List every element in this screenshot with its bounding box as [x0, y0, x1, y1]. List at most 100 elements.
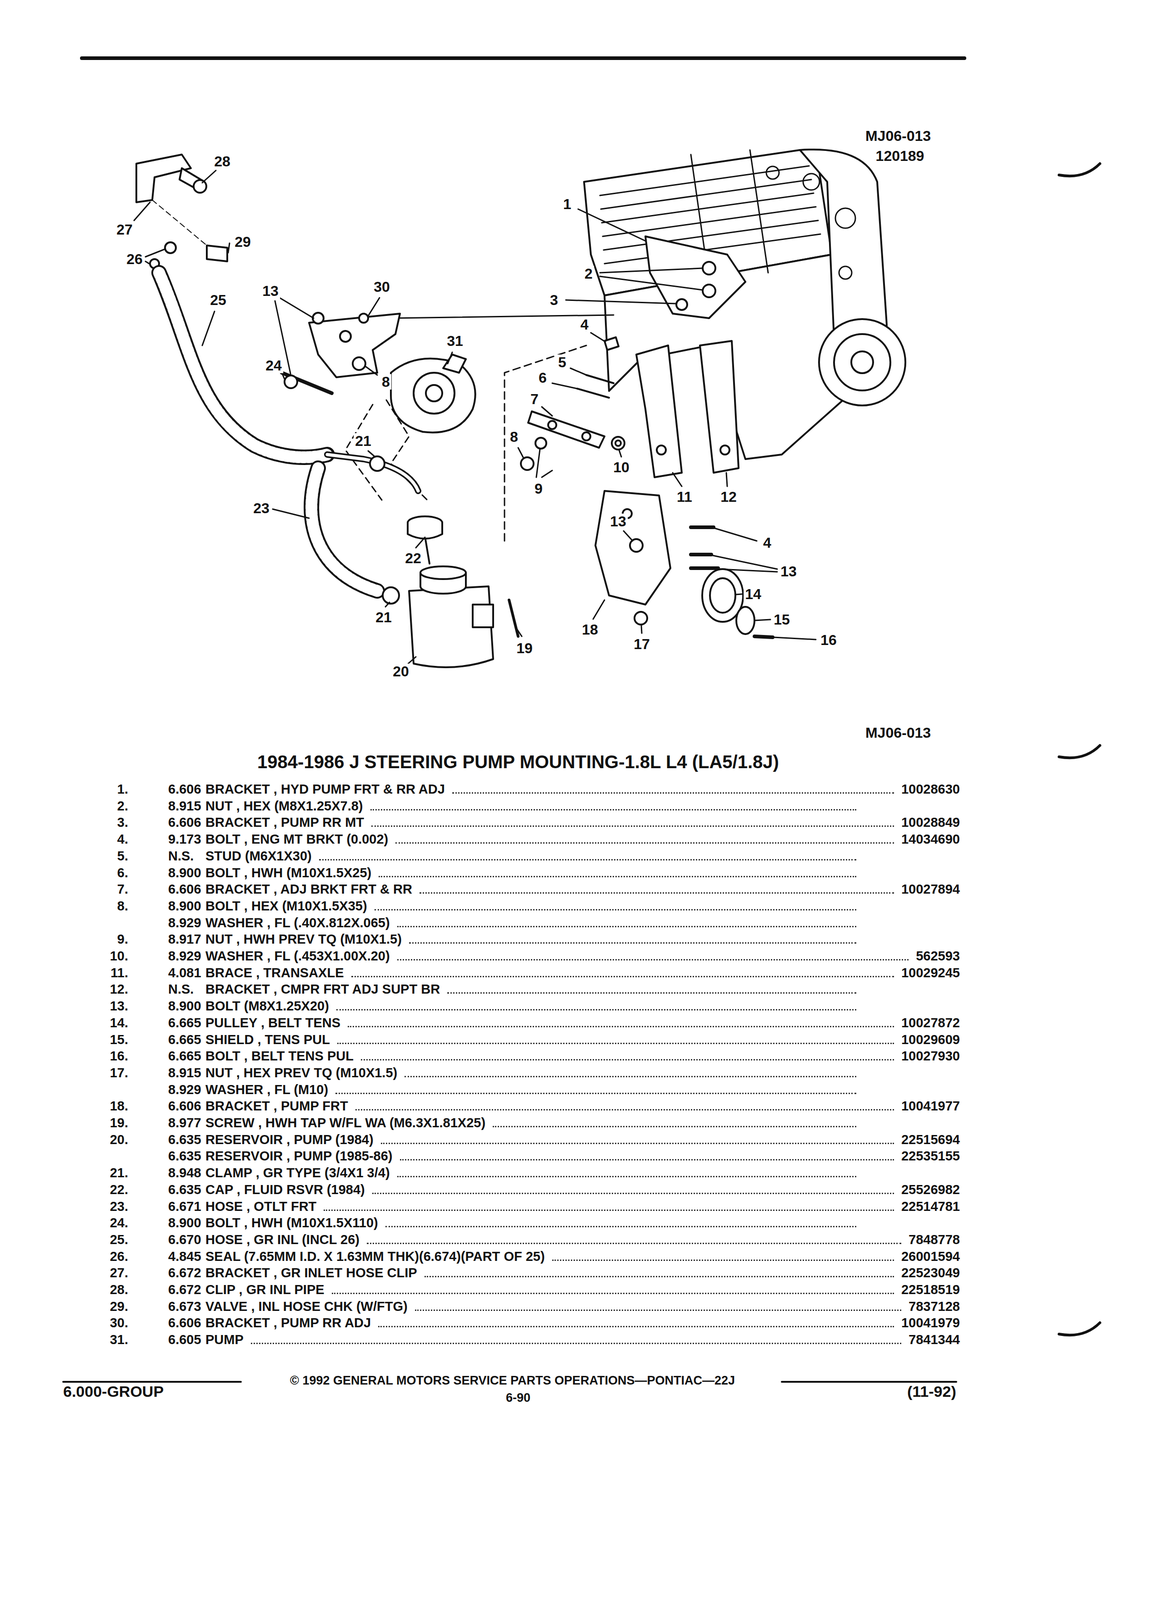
dot-leader	[414, 1309, 902, 1311]
parts-row: 14.6.665PULLEY , BELT TENS10027872	[0, 1014, 1149, 1032]
part-description: WASHER , FL (.40X.812X.065)	[205, 914, 390, 932]
description-line: BOLT , BELT TENS PUL10027930	[205, 1047, 960, 1065]
callout-number: 13	[608, 513, 628, 530]
callout-number: 4	[579, 316, 590, 333]
callout-number: 26	[124, 251, 145, 267]
callout-number: 23	[251, 500, 271, 516]
part-number: 10041979	[901, 1314, 960, 1332]
dot-leader	[366, 1242, 902, 1244]
figure-code: MJ06-013	[865, 128, 931, 144]
part-description: BRACKET , HYD PUMP FRT & RR ADJ	[205, 780, 445, 798]
part-description: NUT , HEX PREV TQ (M10X1.5)	[205, 1064, 398, 1082]
dot-leader	[323, 1209, 895, 1211]
parts-row: 18.6.606BRACKET , PUMP FRT10041977	[0, 1097, 1149, 1115]
group-code: 8.929	[168, 947, 202, 965]
item-number: 14.	[109, 1014, 129, 1032]
group-code: 6.665	[168, 1031, 202, 1049]
revision-date: (11-92)	[907, 1383, 957, 1399]
description-line: PUMP7841344	[205, 1331, 960, 1349]
group-code: 8.948	[168, 1164, 202, 1182]
parts-row: 12.N.S.BRACKET , CMPR FRT ADJ SUPT BR	[0, 980, 1149, 998]
parts-row: 10.8.929WASHER , FL (.453X1.00X.20)56259…	[0, 947, 1149, 965]
item-number: 20.	[109, 1131, 129, 1149]
part-description: HOSE , OTLT FRT	[205, 1198, 317, 1215]
item-number: 24.	[109, 1214, 129, 1232]
group-code: 6.606	[168, 814, 202, 831]
description-line: BOLT , HEX (M10X1.5X35)	[205, 897, 864, 915]
part-description: HOSE , GR INL (INCL 26)	[205, 1231, 360, 1249]
dot-leader	[351, 975, 895, 978]
part-description: WASHER , FL (.453X1.00X.20)	[205, 947, 390, 965]
item-number: 5.	[117, 847, 129, 865]
callout-number: 7	[529, 391, 540, 407]
parts-row: 24.8.900BOLT , HWH (M10X1.5X110)	[0, 1214, 1149, 1232]
parts-row: 7.6.606BRACKET , ADJ BRKT FRT & RR100278…	[0, 880, 1149, 898]
part-description: PULLEY , BELT TENS	[205, 1014, 341, 1032]
dot-leader	[378, 1325, 895, 1328]
part-number: 22518519	[901, 1281, 960, 1299]
part-number: 22514781	[901, 1198, 960, 1215]
part-number: 10028630	[901, 780, 960, 798]
parts-row: 21.8.948CLAMP , GR TYPE (3/4X1 3/4)	[0, 1164, 1149, 1182]
group-code: 8.900	[168, 997, 202, 1015]
dot-leader	[419, 892, 895, 894]
callout-number: 21	[353, 433, 373, 449]
group-code: N.S.	[168, 847, 194, 865]
description-line: BRACE , TRANSAXLE 10029245	[205, 964, 960, 982]
part-number: 10027872	[901, 1014, 960, 1032]
description-line: WASHER , FL (.453X1.00X.20)562593	[205, 947, 960, 965]
item-number: 25.	[109, 1231, 129, 1249]
group-code: 6.606	[168, 1314, 202, 1332]
item-number: 1.	[117, 780, 129, 798]
parts-row: 4.9.173BOLT , ENG MT BRKT (0.002)1403469…	[0, 830, 1149, 848]
parts-row: 20.6.635RESERVOIR , PUMP (1984)22515694	[0, 1131, 1149, 1149]
group-code: 8.915	[168, 797, 202, 815]
part-description: BRACE , TRANSAXLE	[205, 964, 345, 982]
callout-number: 4	[761, 534, 773, 551]
group-code: N.S.	[168, 980, 194, 998]
dot-leader	[250, 1342, 902, 1344]
group-code: 8.900	[168, 1214, 202, 1232]
description-line: WASHER , FL (.40X.812X.065)	[205, 914, 864, 932]
parts-row: 27.6.672BRACKET , GR INLET HOSE CLIP2252…	[0, 1264, 1149, 1282]
description-line: STUD (M6X1X30)	[205, 847, 864, 865]
parts-row: 17.8.915NUT , HEX PREV TQ (M10X1.5)	[0, 1064, 1149, 1082]
part-description: VALVE , INL HOSE CHK (W/FTG)	[205, 1298, 408, 1315]
part-number: 7841344	[908, 1331, 960, 1349]
dot-leader	[424, 1275, 895, 1278]
dot-leader	[492, 1125, 857, 1128]
part-number: 10027894	[901, 880, 960, 898]
callout-number: 28	[212, 153, 232, 170]
callout-number: 19	[514, 640, 535, 656]
part-description: RESERVOIR , PUMP (1984)	[205, 1131, 374, 1149]
group-code: 6.635	[168, 1131, 202, 1149]
parts-row: 6.635RESERVOIR , PUMP (1985-86)22535155	[0, 1147, 1149, 1165]
group-code: 8.900	[168, 864, 202, 882]
dot-leader	[397, 1175, 857, 1178]
part-number: 10029245	[901, 964, 960, 982]
item-number: 13.	[109, 997, 129, 1015]
description-line: NUT , HWH PREV TQ (M10X1.5)	[205, 930, 864, 948]
dot-leader	[452, 792, 895, 794]
callout-number: 16	[819, 632, 839, 648]
callout-number: 9	[533, 480, 545, 497]
group-code: 6.605	[168, 1331, 202, 1349]
parts-row: 23.6.671HOSE , OTLT FRT22514781	[0, 1198, 1149, 1215]
description-line: BRACKET , GR INLET HOSE CLIP22523049	[205, 1264, 960, 1282]
dot-leader	[319, 859, 857, 861]
dot-leader	[447, 992, 857, 994]
item-number: 7.	[117, 880, 129, 898]
item-number: 21.	[109, 1164, 129, 1182]
item-number: 18.	[109, 1097, 129, 1115]
parts-row: 8.8.900BOLT , HEX (M10X1.5X35)	[0, 897, 1149, 915]
item-number: 3.	[117, 814, 129, 831]
part-description: BRACKET , CMPR FRT ADJ SUPT BR	[205, 980, 440, 998]
part-number: 10028849	[901, 814, 960, 831]
parts-row: 16.6.665BOLT , BELT TENS PUL10027930	[0, 1047, 1149, 1065]
callout-number: 10	[611, 459, 631, 475]
group-code: 8.915	[168, 1064, 202, 1082]
part-number: 7848778	[908, 1231, 960, 1249]
page-number: 6-90	[505, 1391, 531, 1404]
description-line: BRACKET , HYD PUMP FRT & RR ADJ 10028630	[205, 780, 960, 798]
dot-leader	[336, 1009, 857, 1011]
